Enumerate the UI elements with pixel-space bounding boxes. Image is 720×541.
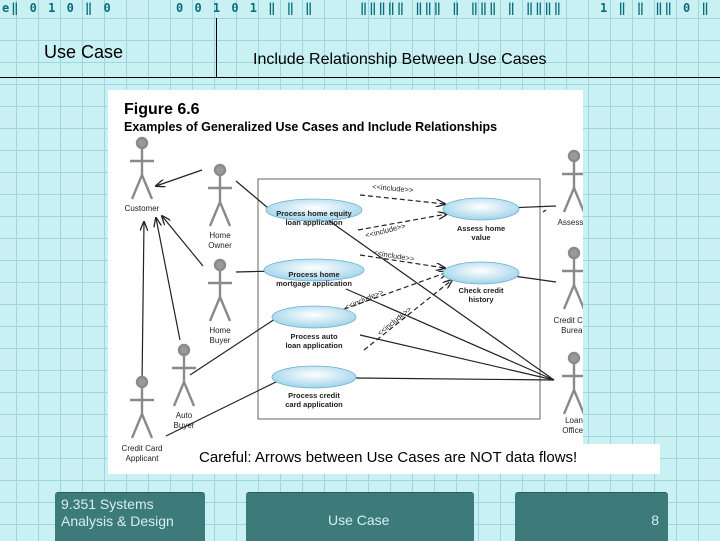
actor-label: Buyer <box>174 421 195 430</box>
include-label: <<include>> <box>372 182 415 195</box>
use-case-ellipses <box>263 197 520 389</box>
use-case-auto-loan <box>271 305 357 329</box>
assoc-assessor-value <box>542 209 547 213</box>
use-case-label: value <box>471 233 490 242</box>
footer-course-line2: Analysis & Design <box>61 513 174 529</box>
actor-home-owner-icon <box>208 163 232 227</box>
include-label: <<include>> <box>373 248 416 263</box>
include-auto-credit <box>335 272 448 313</box>
use-case-label: mortgage application <box>276 279 352 288</box>
use-case-label: Process home equity <box>276 209 352 218</box>
include-equity-value <box>359 194 445 204</box>
actor-auto-buyer-icon <box>172 343 196 407</box>
section-title: Use Case <box>44 42 124 62</box>
use-case-figure: Figure 6.6 Examples of Generalized Use C… <box>108 90 595 474</box>
gen-homeowner-customer <box>156 169 203 186</box>
use-case-diagram: Figure 6.6 Examples of Generalized Use C… <box>122 101 595 463</box>
figure-title: Examples of Generalized Use Cases and In… <box>124 120 497 134</box>
actor-credit-card-applicant-icon <box>130 375 154 439</box>
caption-box: Careful: Arrows between Use Cases are NO… <box>190 444 660 474</box>
use-case-home-equity <box>265 198 363 222</box>
assoc-mortgage-officer <box>345 288 555 381</box>
binary-text: ‖‖‖‖‖ ‖‖‖ ‖ ‖‖‖ ‖ ‖‖‖‖ <box>360 1 563 15</box>
actor-label: Loan <box>565 416 583 425</box>
actor-credit-card-bureau-icon <box>562 246 586 310</box>
use-case-label: Process home <box>288 270 339 279</box>
gen-homebuyer-customer <box>162 216 204 267</box>
actor-customer-icon <box>130 136 154 200</box>
caption-text: Careful: Arrows between Use Cases are NO… <box>199 449 578 466</box>
actor-label: Home <box>209 231 231 240</box>
assoc-homeowner-equity <box>235 180 269 209</box>
actor-label: Home <box>209 326 231 335</box>
header-rule <box>0 77 720 78</box>
system-boundary <box>257 178 541 420</box>
actor-label: Credit Card <box>122 444 163 453</box>
actor-loan-officer-icon <box>562 351 586 415</box>
use-case-check-credit-history <box>442 261 520 285</box>
footer-page-box: 8 <box>515 492 668 541</box>
assoc-autobuyer-auto <box>189 316 279 376</box>
include-label: <<include>> <box>376 304 414 337</box>
gen-autobuyer-customer <box>156 218 181 341</box>
use-case-label: loan application <box>285 218 343 227</box>
use-case-label: Check credit <box>458 286 504 295</box>
page-number: 8 <box>651 512 659 528</box>
actor-label: Customer <box>125 204 160 213</box>
use-case-label: Assess home <box>457 224 505 233</box>
header-divider <box>216 18 217 78</box>
binary-text: e‖ 0 1 0 ‖ 0 <box>2 1 113 15</box>
gen-ccapplicant-customer <box>142 222 144 387</box>
actor-label: Assessor <box>558 218 583 227</box>
footer-center-box: Use Case <box>246 492 474 541</box>
actor-home-buyer-icon <box>208 258 232 322</box>
use-case-label: history <box>468 295 494 304</box>
actor-label: Buyer <box>210 336 231 345</box>
footer-center-text: Use Case <box>328 512 390 528</box>
include-arrows <box>335 194 452 351</box>
assoc-credit-officer <box>355 377 555 381</box>
use-case-assess-home-value <box>442 197 520 221</box>
use-case-label: Process auto <box>290 332 338 341</box>
actor-label: Owner <box>208 241 232 250</box>
use-case-home-mortgage <box>263 258 365 282</box>
generalization-arrows <box>142 169 204 387</box>
use-case-label: card application <box>285 400 343 409</box>
footer-course-box: 9.351 Systems Analysis & Design <box>55 492 205 541</box>
include-credit-credit <box>363 280 452 351</box>
actor-label: Applicant <box>126 454 160 463</box>
assoc-ccapplicant-credit <box>165 376 287 437</box>
actor-label: Officer <box>562 426 583 435</box>
actor-label: Bureau <box>561 326 583 335</box>
figure-number: Figure 6.6 <box>124 101 200 118</box>
actor-label: Auto <box>176 411 193 420</box>
use-case-credit-card <box>271 365 357 389</box>
slide-title: Include Relationship Between Use Cases <box>253 51 547 68</box>
footer-course: 9.351 Systems <box>61 496 154 512</box>
include-label: <<include>> <box>364 221 407 240</box>
include-mortgage-value <box>357 214 447 231</box>
decorative-binary-strip: e‖ 0 1 0 ‖ 0 0 0 1 0 1 ‖ ‖ ‖ ‖‖‖‖‖ ‖‖‖ ‖… <box>0 0 720 18</box>
slide-header: Use Case Include Relationship Between Us… <box>0 18 720 78</box>
assoc-equity-officer <box>327 219 555 381</box>
assoc-auto-officer <box>359 334 555 381</box>
use-case-label: Process credit <box>288 391 340 400</box>
binary-text: 0 0 1 0 1 ‖ ‖ ‖ <box>176 1 315 15</box>
actor-label: Credit Card <box>554 316 583 325</box>
use-case-label: loan application <box>285 341 343 350</box>
association-lines <box>165 180 557 437</box>
actor-assessor-icon <box>562 149 586 213</box>
binary-text: 1 ‖ ‖ ‖‖ 0 ‖ <box>600 1 711 15</box>
include-mortgage-credit <box>359 254 445 268</box>
